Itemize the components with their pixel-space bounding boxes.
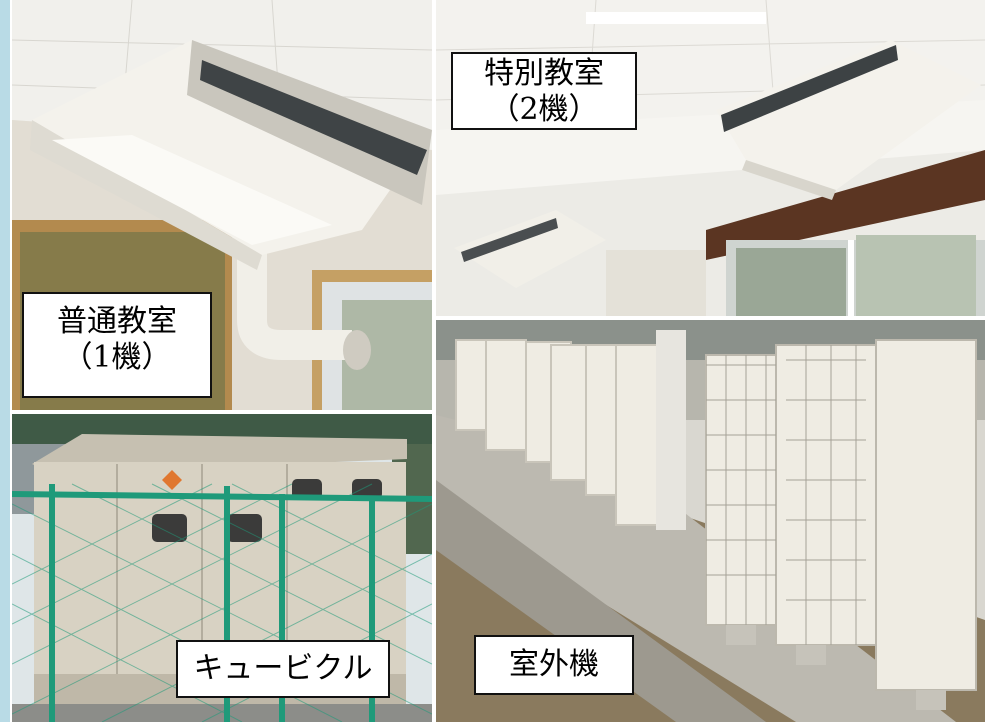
caption-special-classroom: 特別教室 （2機）: [451, 52, 637, 130]
photo-special-classroom-ac: [436, 0, 985, 316]
caption-regular-classroom: 普通教室 （1機）: [22, 292, 212, 398]
caption-regular-classroom-line2: （1機）: [62, 340, 172, 375]
caption-outdoor-unit: 室外機: [474, 635, 634, 695]
caption-special-classroom-line2: （2機）: [489, 92, 599, 127]
caption-special-classroom-line1: 特別教室: [484, 56, 604, 91]
caption-cubicle-line1: キュービクル: [193, 651, 373, 686]
caption-regular-classroom-line1: 普通教室: [57, 304, 177, 339]
special-classroom-ac-illustration: [436, 0, 985, 316]
caption-cubicle: キュービクル: [176, 640, 390, 698]
caption-outdoor-unit-line1: 室外機: [509, 647, 599, 682]
left-edge-strip: [0, 0, 10, 722]
